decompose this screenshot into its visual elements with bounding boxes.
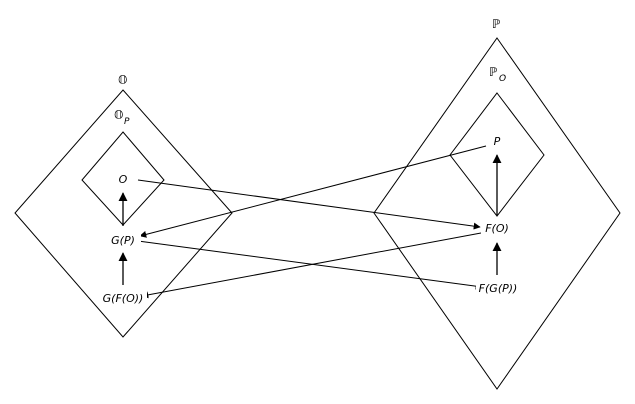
- node-o: O: [119, 173, 128, 186]
- left-outer-diamond: [14, 89, 233, 338]
- left-outer-set-label: 𝕆: [118, 73, 127, 87]
- arrow-o-to-fo: [137, 179, 481, 230]
- node-p: P: [494, 135, 501, 148]
- node-fo: F(O): [485, 222, 509, 235]
- left-inner-set-subscript: P: [124, 117, 130, 127]
- right-inner-set-subscript: O: [499, 74, 506, 84]
- node-fgp: F(G(P)): [479, 282, 518, 295]
- right-inner-diamond: [449, 92, 545, 217]
- arrow-fo-to-gfo: [141, 232, 482, 299]
- right-outer-diamond: [373, 37, 621, 390]
- node-gp: G(P): [111, 234, 135, 247]
- right-outer-set-label: ℙ: [492, 17, 500, 31]
- node-gfo: G(F(O)): [103, 292, 144, 305]
- arrow-gp-to-fgp: [137, 240, 483, 290]
- right-inner-set-label: ℙ: [489, 65, 497, 79]
- arrow-p-to-gp: [139, 145, 487, 238]
- left-inner-set-label: 𝕆: [114, 108, 123, 122]
